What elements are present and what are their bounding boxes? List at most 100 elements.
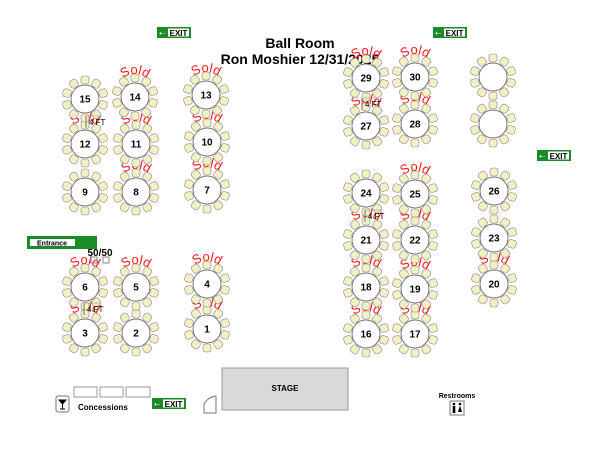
seat[interactable] [131,263,141,273]
seat[interactable] [398,250,409,261]
seat[interactable] [80,347,90,357]
seat[interactable] [119,154,130,165]
seat[interactable] [113,288,123,298]
seat[interactable] [91,202,102,213]
seat[interactable] [142,297,153,308]
seat[interactable] [398,344,409,355]
seat[interactable] [361,254,371,264]
seat[interactable] [489,252,499,262]
seat[interactable] [98,288,108,298]
seat[interactable] [379,335,389,345]
seat[interactable] [428,195,438,205]
seat[interactable] [98,322,108,332]
seat[interactable] [410,170,420,180]
seat[interactable] [379,194,389,204]
seat[interactable] [372,203,383,214]
seat[interactable] [91,312,102,323]
seat[interactable] [68,343,79,354]
seat[interactable] [428,241,438,251]
seat[interactable] [421,344,432,355]
table-15[interactable]: 15 [62,75,108,123]
seat[interactable] [80,75,90,85]
seat[interactable] [80,263,90,273]
table-9[interactable]: 9Only 3 Seats left [0,0,108,216]
seat[interactable] [507,180,517,190]
seat[interactable] [213,169,224,180]
table-2[interactable]: 2 [113,309,159,357]
seat[interactable] [428,113,438,123]
seat[interactable] [499,134,510,145]
seat[interactable] [506,66,516,76]
seat[interactable] [184,330,194,340]
seat[interactable] [98,88,108,98]
seat[interactable] [379,67,389,77]
seat[interactable] [62,288,72,298]
seat[interactable] [220,330,230,340]
seat[interactable] [500,248,511,259]
seat[interactable] [471,192,481,202]
seat[interactable] [471,285,481,295]
seat[interactable] [349,136,360,147]
seat[interactable] [142,202,153,213]
seat[interactable] [184,179,194,189]
seat[interactable] [349,344,360,355]
seat[interactable] [98,276,108,286]
seat[interactable] [91,297,102,308]
seat[interactable] [343,323,353,333]
seat[interactable] [372,105,383,116]
seat[interactable] [421,313,432,324]
seat[interactable] [343,67,353,77]
seat[interactable] [343,241,353,251]
seat[interactable] [398,56,409,67]
seat[interactable] [113,322,123,332]
seat[interactable] [476,56,487,67]
seat[interactable] [68,202,79,213]
seat[interactable] [506,125,516,135]
seat[interactable] [190,339,201,350]
seat[interactable] [68,171,79,182]
seat[interactable] [190,308,201,319]
seat[interactable] [189,105,200,116]
seat[interactable] [343,229,353,239]
seat[interactable] [410,53,420,63]
seat[interactable] [372,344,383,355]
seat[interactable] [119,312,130,323]
seat[interactable] [477,263,488,274]
seat[interactable] [428,78,438,88]
seat[interactable] [421,204,432,215]
seat[interactable] [118,76,129,87]
seat[interactable] [91,78,102,89]
seat[interactable] [500,294,511,305]
seat[interactable] [372,57,383,68]
seat[interactable] [372,172,383,183]
seat[interactable] [470,125,480,135]
seat[interactable] [372,266,383,277]
seat[interactable] [213,152,224,163]
seat[interactable] [142,266,153,277]
seat[interactable] [499,103,510,114]
seat[interactable] [98,193,108,203]
seat[interactable] [119,297,130,308]
table-23[interactable]: 23Only 4 Seat left [0,0,517,262]
seat[interactable] [212,105,223,116]
seat[interactable] [149,181,159,191]
seat[interactable] [98,334,108,344]
seat[interactable] [379,229,389,239]
seat[interactable] [428,125,438,135]
seat[interactable] [507,192,517,202]
seat[interactable] [398,204,409,215]
seat[interactable] [379,241,389,251]
seat[interactable] [379,288,389,298]
seat[interactable] [68,109,79,120]
seat[interactable] [410,91,420,101]
seat[interactable] [119,266,130,277]
seat[interactable] [343,276,353,286]
seat[interactable] [361,348,371,358]
seat[interactable] [349,203,360,214]
seat[interactable] [131,206,141,216]
seat[interactable] [142,123,153,134]
seat[interactable] [343,115,353,125]
seat[interactable] [349,172,360,183]
